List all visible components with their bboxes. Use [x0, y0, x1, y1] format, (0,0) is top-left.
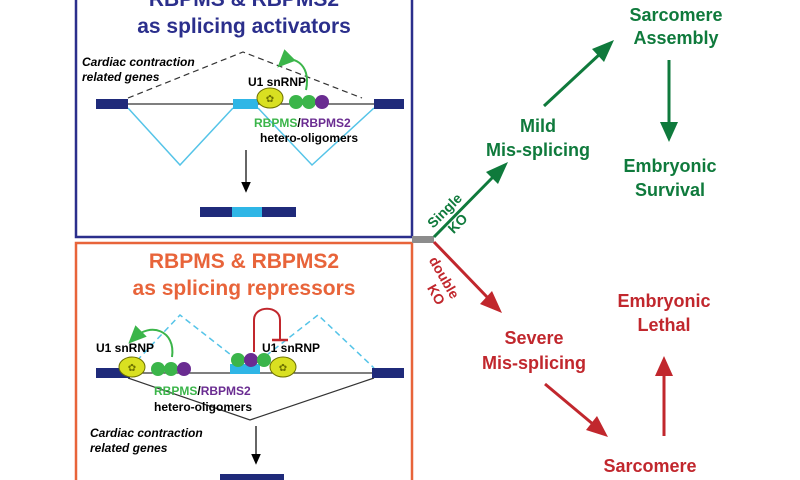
severe-to-sarcomere-arrow-shaft: [544, 382, 595, 427]
mild-to-assembly-arrow-head: [592, 40, 614, 62]
activator-snrnp-icon: [256, 87, 284, 109]
activator-intron-path-right: [257, 107, 375, 167]
repressor-inhibition-arc: [253, 307, 281, 352]
double-ko-arrow-shaft: [432, 240, 490, 300]
sarcomere-bottom-label: Sarcomere: [603, 456, 696, 476]
repressor-snrnp-left-label: U1 snRNP: [96, 341, 154, 355]
activator-skipping-path: [127, 51, 363, 99]
repressor-dashed-path-right: [257, 314, 375, 369]
activator-title-line2: as splicing activators: [137, 15, 351, 38]
repressor-gene-label-line1: Cardiac contraction: [90, 426, 203, 440]
repressor-protein-b: RBPMS2: [201, 384, 251, 398]
repressor-protein-slash: /: [197, 384, 201, 398]
activator-mrna-exon-right: [262, 207, 296, 217]
activator-protein-b: RBPMS2: [301, 116, 351, 130]
repressor-mid-rbpms-circle-2: [257, 353, 271, 367]
activator-exon-middle: [233, 99, 258, 109]
activator-rbpms2-circle: [315, 95, 329, 109]
repressor-title-line1: RBPMS & RBPMS2: [149, 250, 339, 273]
assembly-to-survival-arrow-head: [660, 122, 678, 142]
activator-mrna-exon-left: [200, 207, 232, 217]
survival-label-line1: Embryonic: [623, 156, 716, 176]
repressor-mid-rbpms-circle-1: [231, 353, 245, 367]
repressor-left-rbpms2-circle: [177, 362, 191, 376]
sarcomere-assembly-line1: Sarcomere: [629, 5, 722, 25]
sarcomere-assembly-line2: Assembly: [633, 28, 718, 48]
double-ko-arrow-head: [480, 291, 502, 313]
activator-protein-a: RBPMS: [254, 116, 297, 130]
repressor-panel-border: [74, 241, 414, 480]
pathway-connector: [412, 236, 434, 243]
severe-to-sarcomere-arrow-head: [586, 416, 608, 437]
repressor-oligomer-label: hetero-oligomers: [154, 400, 252, 414]
sarcomere-to-lethal-arrow-head: [655, 356, 673, 376]
repressor-snrnp-right-icon: [269, 356, 297, 378]
repressor-snrnp-right-glyph: ✿: [279, 363, 287, 374]
repressor-snrnp-left-icon: [118, 356, 146, 378]
repressor-exon-middle: [230, 364, 260, 374]
activator-panel: RBPMS & RBPMS2 as splicing activators Ca…: [74, 0, 414, 239]
activator-rbpms-circle-2: [302, 95, 316, 109]
repressor-left-rbpms-circle-2: [164, 362, 178, 376]
repressor-snrnp-left-glyph: ✿: [128, 363, 136, 374]
single-ko-arrow-head: [486, 162, 508, 184]
repressor-panel: RBPMS & RBPMS2 as splicing repressors U1…: [74, 241, 414, 480]
repressor-title-line2: as splicing repressors: [133, 277, 356, 300]
activator-rbpms-circle-1: [289, 95, 303, 109]
severe-label-line1: Severe: [504, 328, 563, 348]
repressor-skipping-path: [127, 377, 375, 421]
activator-recruitment-arrow: [277, 49, 309, 91]
single-ko-arrow-shaft: [432, 174, 496, 239]
lethal-label-line1: Embryonic: [617, 291, 710, 311]
repressor-gene-label-line2: related genes: [90, 441, 168, 455]
severe-label-line2: Mis-splicing: [482, 353, 586, 373]
activator-mrna-exon-middle: [232, 207, 262, 217]
activator-gene-label-line1: Cardiac contraction: [82, 55, 195, 69]
repressor-snrnp-right-label: U1 snRNP: [262, 341, 320, 355]
activator-exon-right: [374, 99, 404, 109]
activator-protein-slash: /: [297, 116, 301, 130]
activator-title-line1: RBPMS & RBPMS2: [149, 0, 339, 11]
activator-oligomer-label: hetero-oligomers: [260, 131, 358, 145]
repressor-mid-rbpms2-circle: [244, 353, 258, 367]
mild-to-assembly-arrow-shaft: [542, 51, 603, 108]
survival-label-line2: Survival: [635, 180, 705, 200]
severe-branch: double KO Severe Mis-splicing Sarcomere …: [424, 240, 711, 476]
repressor-mrna-skipped: [220, 474, 284, 480]
repressor-dashed-path-left: [129, 313, 241, 369]
activator-gene-label-line2: related genes: [82, 70, 160, 84]
activator-protein-label: RBPMS/RBPMS2: [254, 116, 351, 130]
activator-snrnp-label: U1 snRNP: [248, 75, 306, 89]
repressor-left-rbpms-circle-1: [151, 362, 165, 376]
repressor-exon-right: [372, 368, 404, 378]
mild-branch: Single KO Mild Mis-splicing Sarcomere As…: [424, 5, 723, 239]
repressor-recruitment-arrow: [128, 325, 174, 358]
activator-panel-border: [74, 0, 414, 239]
activator-intron-path-left: [127, 107, 234, 167]
activator-snrnp-glyph: ✿: [266, 94, 274, 105]
repressor-exon-left: [96, 368, 130, 378]
lethal-label-line2: Lethal: [637, 315, 690, 335]
repressor-protein-label: RBPMS/RBPMS2: [154, 384, 251, 398]
activator-exon-left: [96, 99, 128, 109]
pathway: Single KO Mild Mis-splicing Sarcomere As…: [412, 5, 723, 476]
mild-label-line1: Mild: [520, 116, 556, 136]
repressor-protein-a: RBPMS: [154, 384, 197, 398]
mild-label-line2: Mis-splicing: [486, 140, 590, 160]
